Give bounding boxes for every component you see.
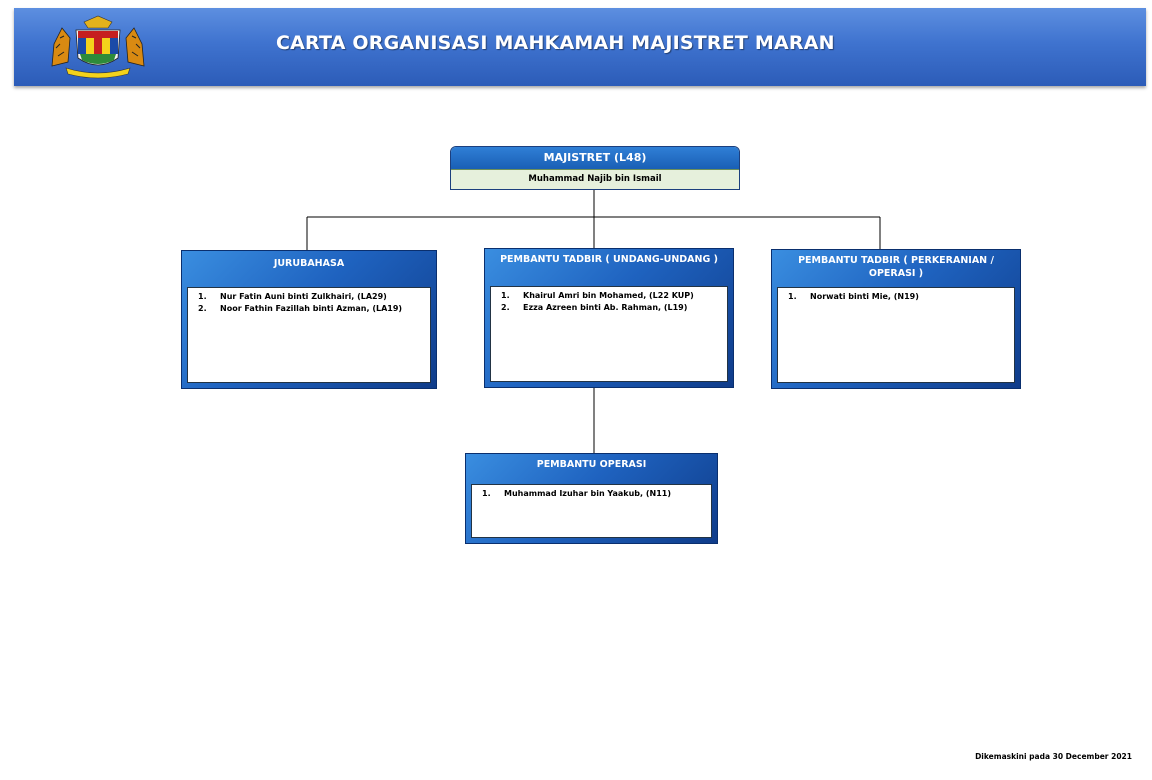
staff-number: 1. <box>482 489 491 498</box>
staff-item: 1. Muhammad Izuhar bin Yaakub, (N11) <box>476 488 707 500</box>
coat-of-arms-logo <box>51 15 145 79</box>
staff-name: Nur Fatin Auni binti Zulkhairi, (LA29) <box>220 292 387 301</box>
staff-item: 1. Khairul Amri bin Mohamed, (L22 KUP) <box>495 290 723 302</box>
staff-list: 1. Muhammad Izuhar bin Yaakub, (N11) <box>471 484 712 538</box>
unit-pembantu-operasi: PEMBANTU OPERASI 1. Muhammad Izuhar bin … <box>465 453 718 544</box>
staff-number: 1. <box>501 291 510 300</box>
staff-name: Ezza Azreen binti Ab. Rahman, (L19) <box>523 303 688 312</box>
unit-title: PEMBANTU TADBIR ( UNDANG-UNDANG ) <box>500 254 718 265</box>
staff-name: Muhammad Izuhar bin Yaakub, (N11) <box>504 489 671 498</box>
staff-number: 2. <box>501 303 510 312</box>
unit-pembantu-tadbir-perkeranian: PEMBANTU TADBIR ( PERKERANIAN / OPERASI … <box>771 249 1021 389</box>
staff-name: Khairul Amri bin Mohamed, (L22 KUP) <box>523 291 694 300</box>
staff-item: 1. Norwati binti Mie, (N19) <box>782 291 1010 303</box>
staff-number: 2. <box>198 304 207 313</box>
staff-item: 2. Ezza Azreen binti Ab. Rahman, (L19) <box>495 302 723 314</box>
unit-title: PEMBANTU OPERASI <box>536 459 647 470</box>
staff-name: Norwati binti Mie, (N19) <box>810 292 919 301</box>
last-updated-text: Dikemaskini pada 30 December 2021 <box>975 752 1132 761</box>
staff-name: Noor Fathin Fazillah binti Azman, (LA19) <box>220 304 403 313</box>
majistret-box: MAJISTRET (L48) Muhammad Najib bin Ismai… <box>450 146 740 190</box>
unit-jurubahasa: JURUBAHASA 1. Nur Fatin Auni binti Zulkh… <box>181 250 437 389</box>
majistret-title: MAJISTRET (L48) <box>451 147 739 169</box>
staff-list: 1. Norwati binti Mie, (N19) <box>777 287 1015 383</box>
staff-list: 1. Khairul Amri bin Mohamed, (L22 KUP) 2… <box>490 286 728 382</box>
staff-number: 1. <box>788 292 797 301</box>
staff-number: 1. <box>198 292 207 301</box>
unit-title: JURUBAHASA <box>273 258 345 269</box>
page-title: CARTA ORGANISASI MAHKAMAH MAJISTRET MARA… <box>276 32 835 54</box>
header-banner: CARTA ORGANISASI MAHKAMAH MAJISTRET MARA… <box>14 8 1146 86</box>
unit-title: PEMBANTU TADBIR ( PERKERANIAN / OPERASI … <box>798 255 994 279</box>
unit-pembantu-tadbir-undang: PEMBANTU TADBIR ( UNDANG-UNDANG ) 1. Kha… <box>484 248 734 388</box>
staff-list: 1. Nur Fatin Auni binti Zulkhairi, (LA29… <box>187 287 431 383</box>
majistret-name: Muhammad Najib bin Ismail <box>451 169 739 189</box>
staff-item: 1. Nur Fatin Auni binti Zulkhairi, (LA29… <box>192 291 426 303</box>
staff-item: 2. Noor Fathin Fazillah binti Azman, (LA… <box>192 303 426 315</box>
